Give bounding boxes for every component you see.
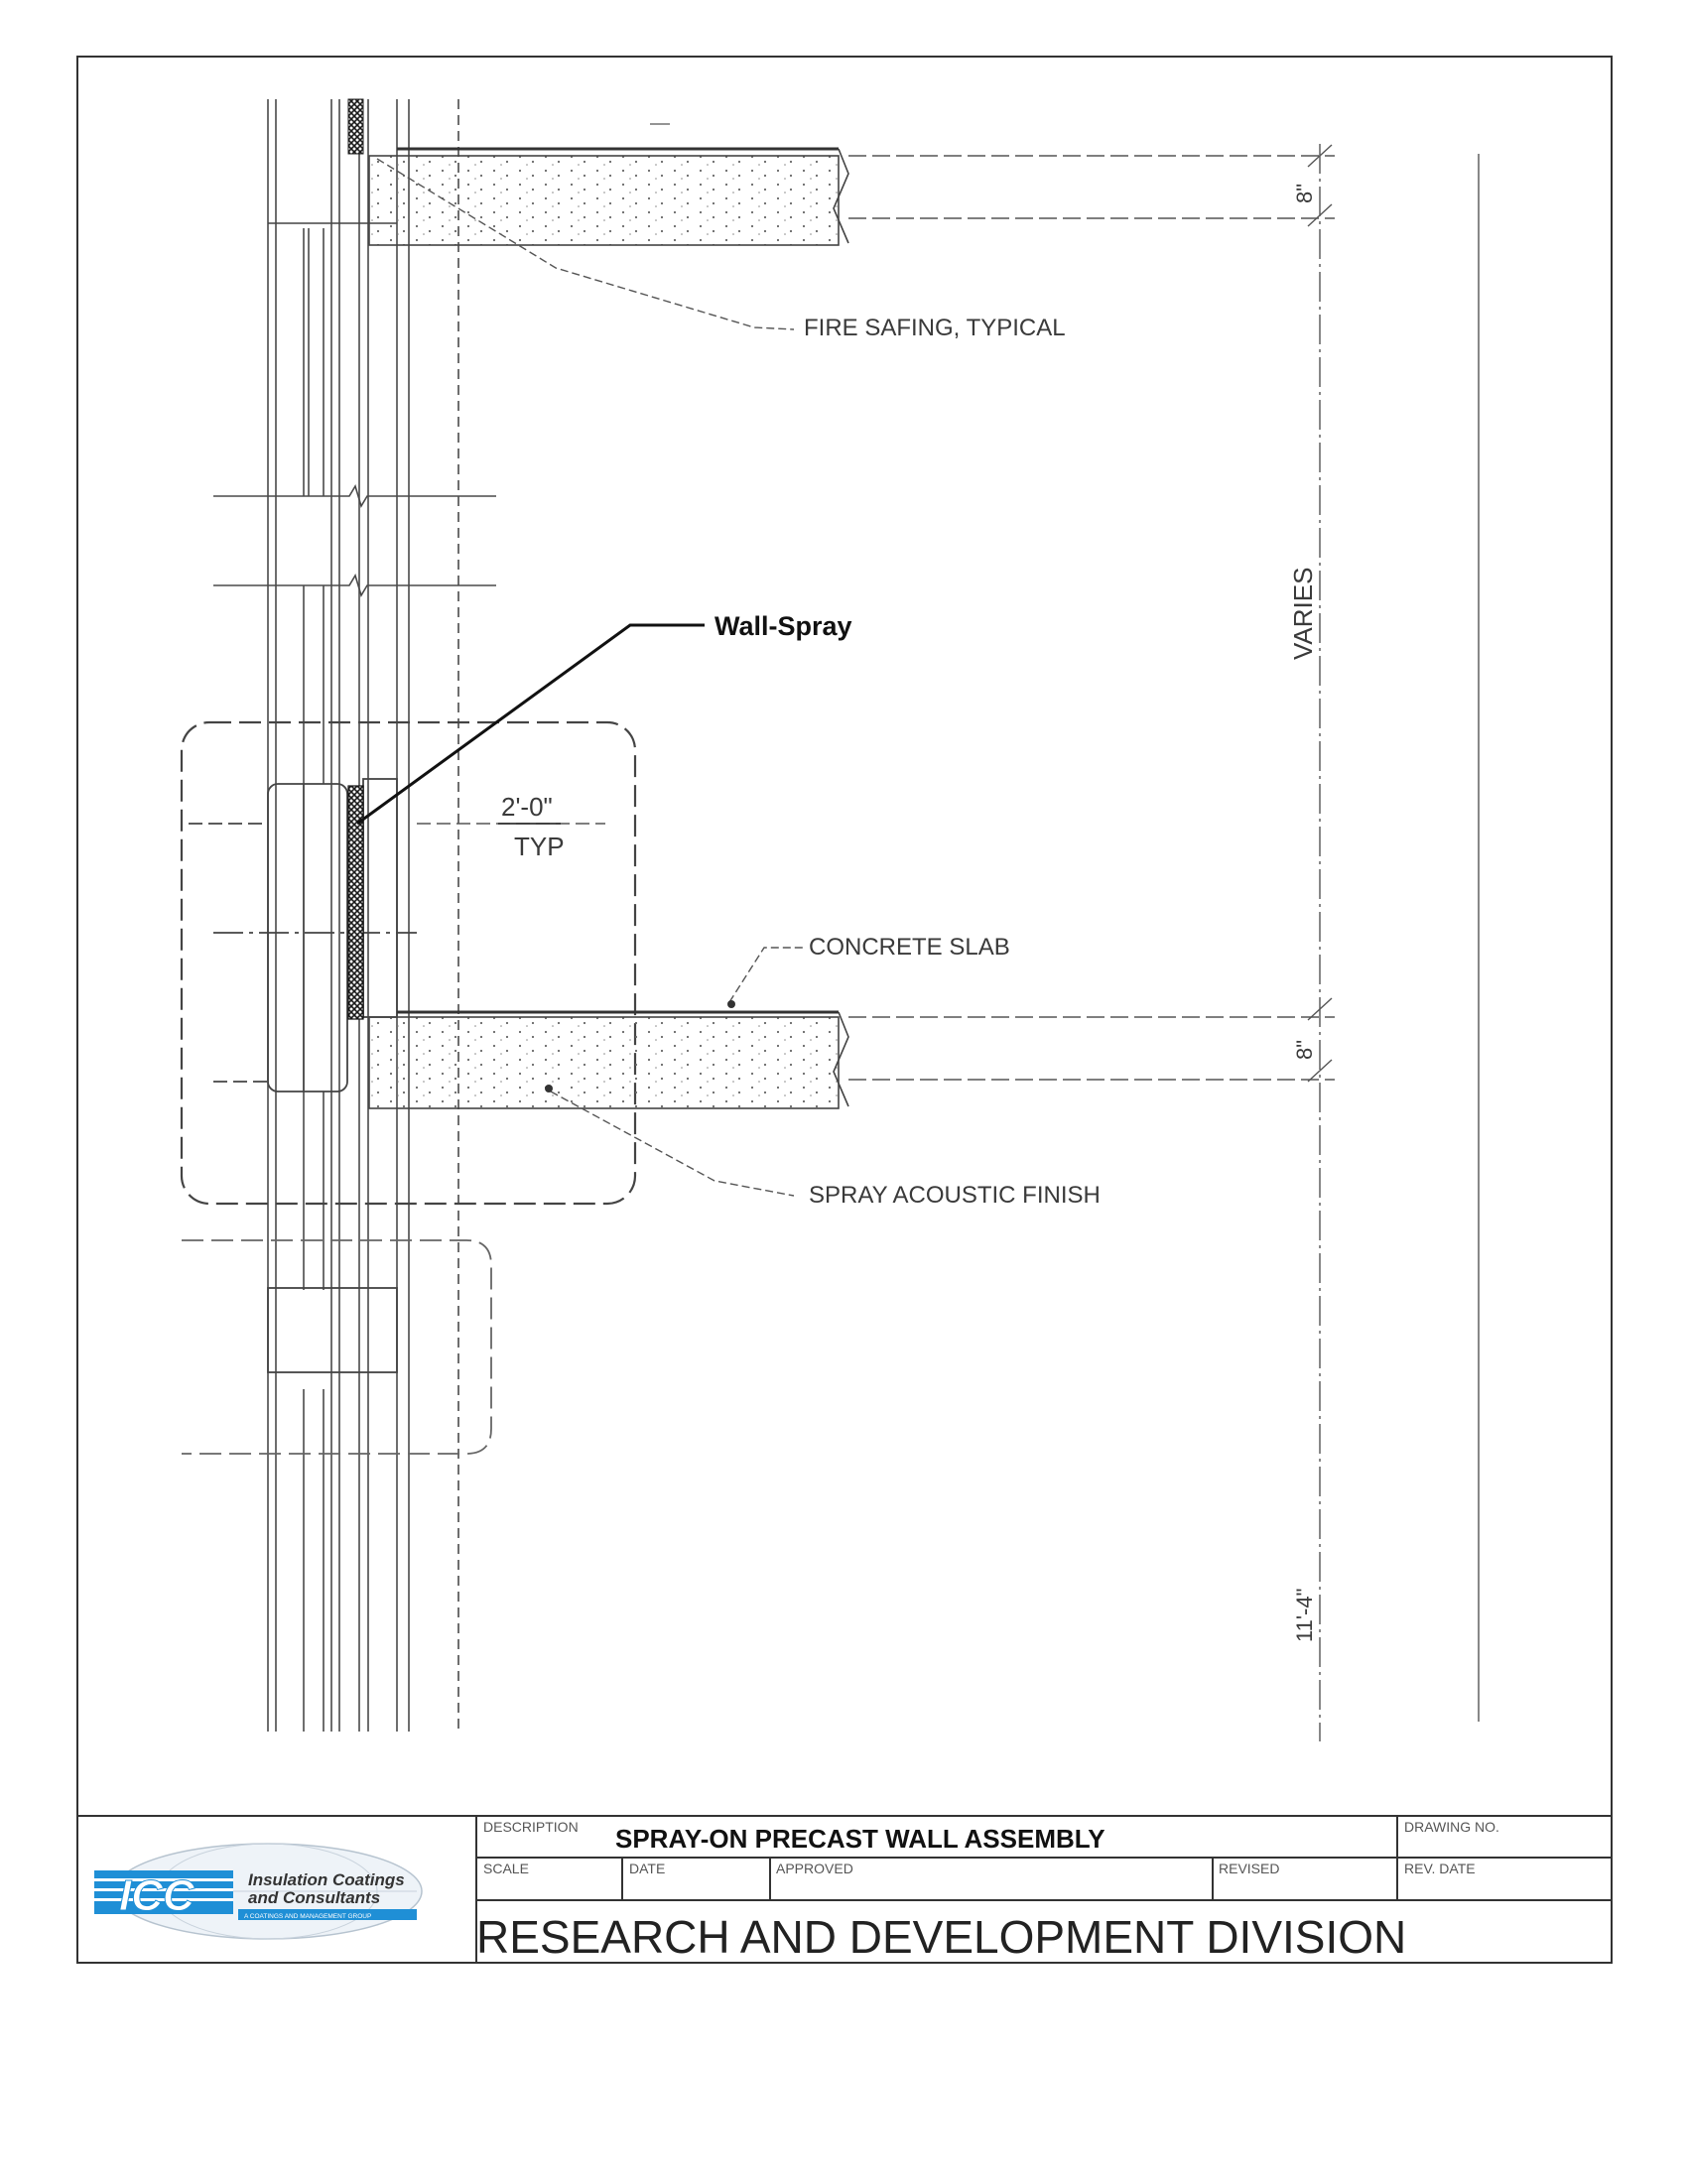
revised-label: REVISED bbox=[1219, 1861, 1279, 1876]
concrete-slab-label: CONCRETE SLAB bbox=[809, 934, 1010, 961]
title-block bbox=[77, 1815, 1612, 1963]
sheet-border bbox=[76, 56, 1613, 1964]
logo-tagline: A COATINGS AND MANAGEMENT GROUP bbox=[244, 1913, 371, 1920]
logo-name-line2: and Consultants bbox=[248, 1888, 380, 1907]
concrete-slab-leader bbox=[728, 947, 804, 1003]
scale-label: SCALE bbox=[483, 1861, 529, 1876]
spray-acoustic-label: SPRAY ACOUSTIC FINISH bbox=[809, 1182, 1101, 1209]
typ-dim-value: 2'-0" bbox=[501, 792, 553, 822]
logo-letters: ICC bbox=[119, 1871, 195, 1920]
drawing-no-label: DRAWING NO. bbox=[1404, 1819, 1499, 1835]
top-slab bbox=[268, 123, 1335, 246]
break-lines bbox=[213, 484, 496, 597]
top-wall-spray bbox=[347, 98, 364, 155]
date-label: DATE bbox=[629, 1861, 665, 1876]
dim-mid-label: 8" bbox=[1292, 1040, 1317, 1060]
company-logo: ICC Insulation Coatings and Consultants … bbox=[94, 1843, 423, 1940]
rev-date-label: REV. DATE bbox=[1404, 1861, 1476, 1876]
wall-spray-leader bbox=[356, 623, 705, 826]
wall-section bbox=[267, 99, 459, 1732]
dimension-line bbox=[1307, 144, 1480, 1741]
logo-name-line1: Insulation Coatings bbox=[248, 1870, 405, 1889]
concrete-slab bbox=[368, 1010, 1335, 1109]
detail-boundary bbox=[180, 720, 637, 1206]
description-label: DESCRIPTION bbox=[483, 1819, 579, 1835]
typ-dim-note: TYP bbox=[514, 832, 565, 861]
wall-spray-label: Wall-Spray bbox=[714, 611, 852, 641]
fire-safing-label: FIRE SAFING, TYPICAL bbox=[804, 315, 1066, 341]
spray-acoustic-leader bbox=[550, 1091, 795, 1197]
dim-bottom-label: 11'-4" bbox=[1292, 1589, 1317, 1642]
fire-safing-leader bbox=[376, 158, 795, 330]
dim-top-label: 8" bbox=[1292, 184, 1317, 203]
lower-detail-boundary bbox=[182, 1239, 492, 1455]
description-value: SPRAY-ON PRECAST WALL ASSEMBLY bbox=[615, 1824, 1105, 1854]
wall-spray-strip bbox=[347, 785, 364, 1020]
approved-label: APPROVED bbox=[776, 1861, 853, 1876]
dim-varies-label: VARIES bbox=[1288, 568, 1318, 660]
division-title: RESEARCH AND DEVELOPMENT DIVISION bbox=[476, 1911, 1406, 1963]
